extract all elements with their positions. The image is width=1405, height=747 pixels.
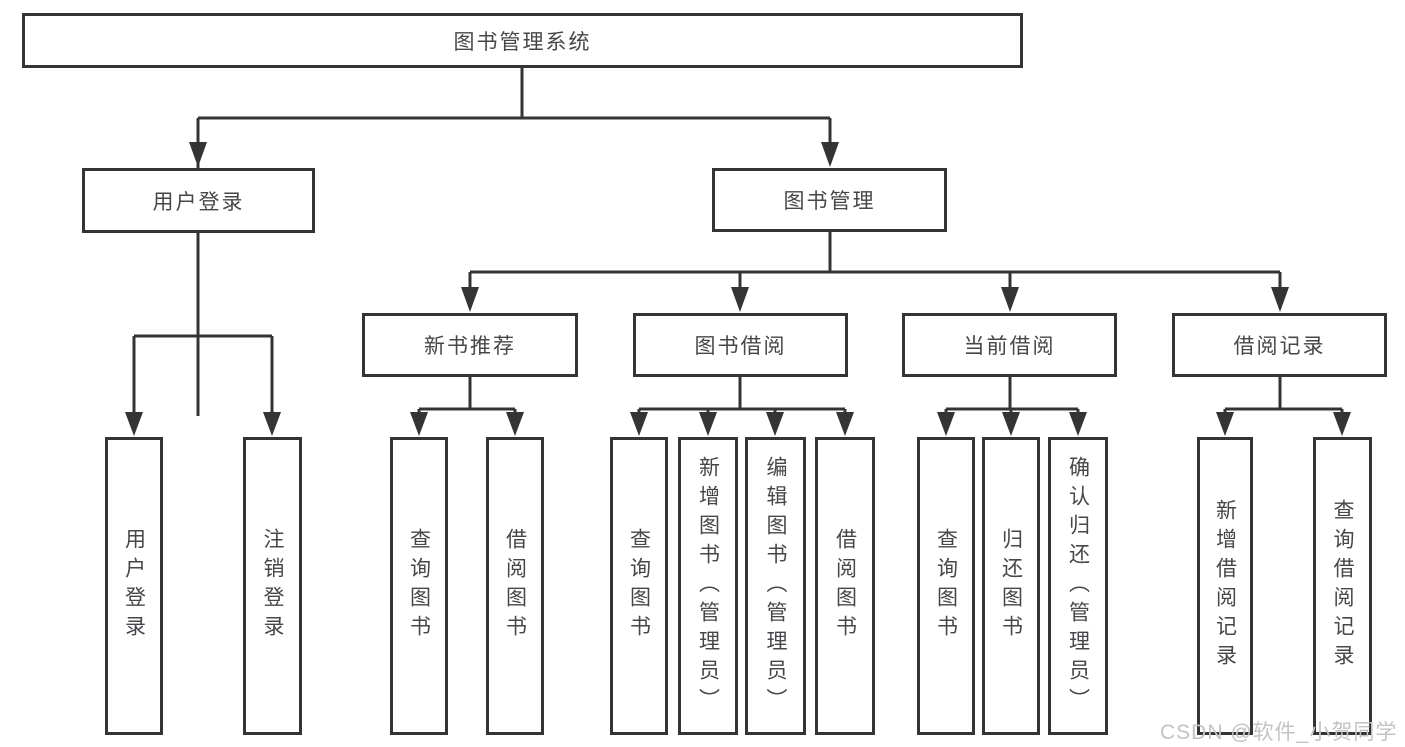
arrowhead	[263, 412, 281, 436]
arrowhead	[731, 287, 749, 312]
connector-borrow-elbow	[637, 377, 847, 414]
arrowhead	[1333, 412, 1351, 436]
leaf-label: 确认归还（管理员）	[1066, 455, 1090, 717]
leaf-return-books: 归还图书	[982, 437, 1040, 735]
leaf-add-books-admin: 新增图书（管理员）	[678, 437, 738, 735]
connector-newbook-elbow	[417, 377, 517, 414]
node-root-library-system: 图书管理系统	[22, 13, 1023, 68]
leaf-label: 归还图书	[999, 528, 1023, 644]
connector-records-elbow	[1223, 377, 1344, 414]
leaf-add-borrow-record: 新增借阅记录	[1197, 437, 1253, 735]
arrowhead	[1069, 412, 1087, 436]
arrowhead	[937, 412, 955, 436]
leaf-label: 注销登录	[261, 528, 284, 644]
arrowhead	[699, 412, 717, 436]
node-new-book-recommend: 新书推荐	[362, 313, 578, 377]
arrowhead	[1001, 287, 1019, 312]
leaf-logout: 注销登录	[243, 437, 302, 735]
arrowhead	[506, 412, 524, 436]
leaf-label: 查询图书	[407, 528, 431, 644]
leaf-query-books-borrowing: 查询图书	[610, 437, 668, 735]
node-borrow-records: 借阅记录	[1172, 313, 1387, 377]
arrowhead	[821, 142, 839, 167]
csdn-watermark: CSDN @软件_小贺同学	[1160, 721, 1398, 744]
arrowhead	[461, 287, 479, 312]
leaf-label: 编辑图书（管理员）	[764, 455, 787, 717]
arrowhead	[1216, 412, 1234, 436]
node-current-borrowing: 当前借阅	[902, 313, 1117, 377]
leaf-confirm-return-admin: 确认归还（管理员）	[1048, 437, 1108, 735]
arrowhead	[1002, 412, 1020, 436]
leaf-label: 用户登录	[122, 528, 146, 644]
leaf-label: 新增图书（管理员）	[696, 455, 720, 717]
arrowhead	[630, 412, 648, 436]
connector-current-elbow	[944, 377, 1080, 414]
connector-userlogin-elbow	[132, 233, 274, 414]
node-user-login: 用户登录	[82, 168, 315, 233]
leaf-label: 借阅图书	[503, 528, 527, 644]
leaf-label: 新增借阅记录	[1213, 499, 1237, 673]
leaf-label: 查询图书	[627, 528, 651, 644]
arrowhead	[836, 412, 854, 436]
connector-root-elbow	[196, 66, 832, 416]
arrowhead	[766, 412, 784, 436]
leaf-query-borrow-record: 查询借阅记录	[1313, 437, 1372, 735]
leaf-borrow-books: 借阅图书	[815, 437, 875, 735]
arrowhead	[125, 412, 143, 436]
leaf-query-books-current: 查询图书	[917, 437, 975, 735]
connector-bookmgmt-elbow	[468, 232, 1282, 290]
arrowhead	[1271, 287, 1289, 312]
leaf-edit-books-admin: 编辑图书（管理员）	[745, 437, 806, 735]
leaf-borrow-books-recommend: 借阅图书	[486, 437, 544, 735]
arrowhead	[189, 142, 207, 167]
node-book-management: 图书管理	[712, 168, 947, 232]
leaf-label: 查询图书	[934, 528, 958, 644]
leaf-label: 借阅图书	[833, 528, 857, 644]
leaf-label: 查询借阅记录	[1331, 499, 1354, 673]
leaf-user-login: 用户登录	[105, 437, 163, 735]
node-book-borrowing: 图书借阅	[633, 313, 848, 377]
leaf-query-books-recommend: 查询图书	[390, 437, 448, 735]
arrowhead	[410, 412, 428, 436]
